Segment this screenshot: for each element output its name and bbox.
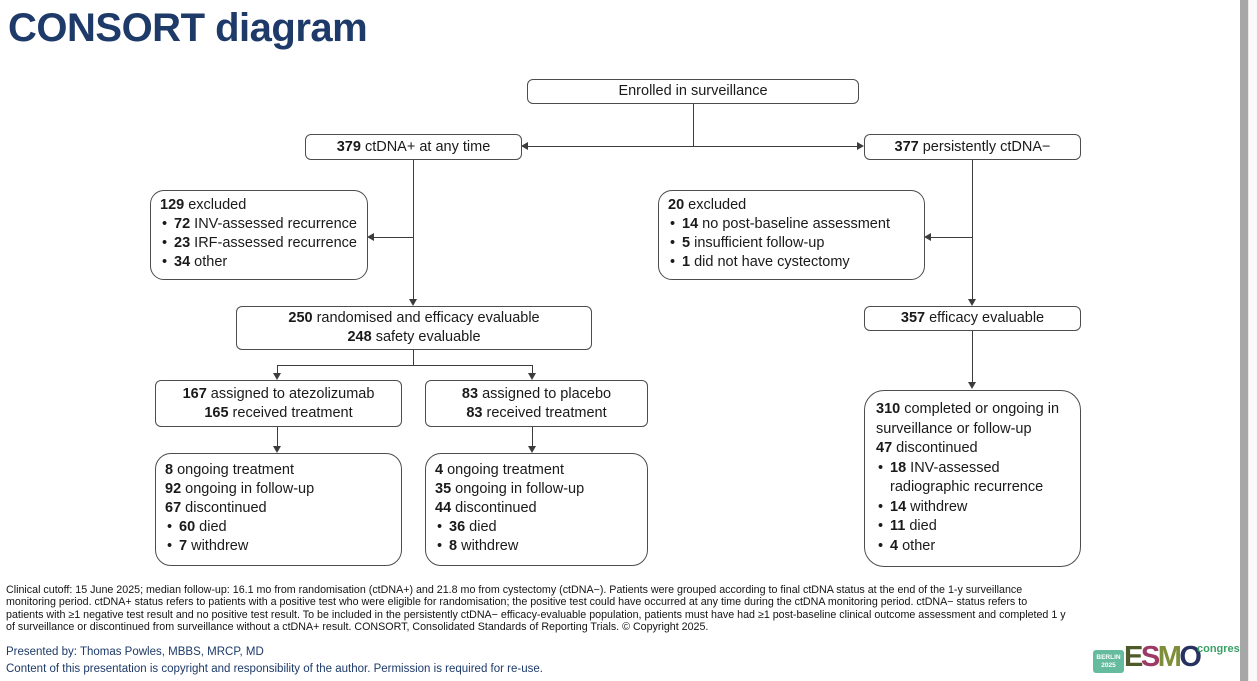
connector-arm-left-stub bbox=[277, 365, 279, 374]
arrowhead-to-excluded-pos bbox=[367, 233, 374, 241]
connector-excluded-pos bbox=[374, 237, 413, 239]
arrowhead-to-completed bbox=[968, 382, 976, 389]
copyright-notice: Content of this presentation is copyrigh… bbox=[6, 663, 543, 675]
congress-label: congress bbox=[1197, 643, 1246, 655]
connector-split-horizontal bbox=[528, 146, 858, 148]
arrowhead-to-ctdna-negative bbox=[857, 142, 864, 150]
connector-arm-right-stub bbox=[532, 365, 534, 374]
box-excluded-ctdna-positive: 129 excluded•72 INV-assessed recurrence•… bbox=[150, 190, 368, 280]
badge-city: BERLIN bbox=[1096, 654, 1121, 661]
berlin-2025-badge: BERLIN 2025 bbox=[1093, 650, 1124, 673]
box-efficacy-evaluable: 357 efficacy evaluable bbox=[864, 306, 1081, 331]
connector-efficacy-down bbox=[972, 331, 974, 383]
badge-year: 2025 bbox=[1101, 662, 1116, 669]
scrollbar[interactable] bbox=[1240, 0, 1248, 681]
arrowhead-to-excluded-neg bbox=[924, 233, 931, 241]
connector-placebo-down bbox=[532, 427, 534, 447]
presented-by: Presented by: Thomas Powles, MBBS, MRCP,… bbox=[6, 646, 264, 658]
connector-atezolizumab-down bbox=[277, 427, 279, 447]
arrowhead-to-outcome-atezolizumab bbox=[273, 446, 281, 453]
right-gutter bbox=[1248, 0, 1257, 681]
arrowhead-to-ctdna-positive bbox=[521, 142, 528, 150]
connector-arm-split bbox=[277, 365, 533, 367]
box-completed-ctdna-negative: 310 completed or ongoing in surveillance… bbox=[864, 390, 1081, 567]
box-excluded-ctdna-negative: 20 excluded•14 no post-baseline assessme… bbox=[658, 190, 925, 280]
box-ctdna-positive: 379 ctDNA+ at any time bbox=[305, 134, 522, 160]
connector-neg-down bbox=[972, 160, 974, 300]
connector-enrolled-down bbox=[693, 104, 695, 146]
arrowhead-to-outcome-placebo bbox=[528, 446, 536, 453]
connector-pos-down bbox=[413, 160, 415, 300]
page-title: CONSORT diagram bbox=[8, 6, 368, 50]
arrowhead-to-efficacy bbox=[968, 299, 976, 306]
connector-randomised-down bbox=[413, 350, 415, 366]
arrowhead-to-atezolizumab bbox=[273, 373, 281, 380]
arrowhead-to-randomised bbox=[409, 299, 417, 306]
box-enrolled-in-surveillance: Enrolled in surveillance bbox=[527, 79, 859, 104]
footnote: Clinical cutoff: 15 June 2025; median fo… bbox=[6, 584, 1066, 633]
esmo-wordmark: ESMO bbox=[1124, 641, 1202, 673]
connector-excluded-neg bbox=[931, 237, 972, 239]
arrowhead-to-placebo bbox=[528, 373, 536, 380]
box-ctdna-negative: 377 persistently ctDNA− bbox=[864, 134, 1081, 160]
